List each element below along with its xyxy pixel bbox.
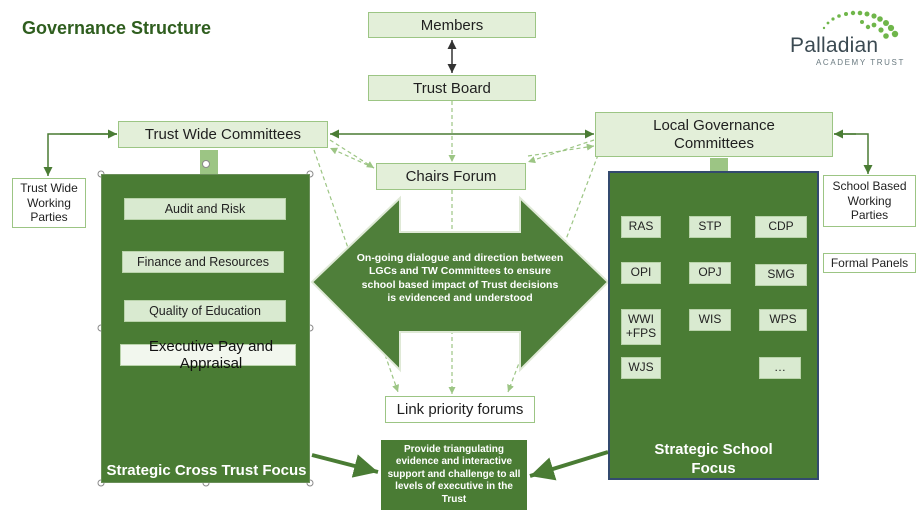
members-box: Members [368,12,536,38]
lgc-chairs-dashed [527,139,595,164]
finance-resources-box: Finance and Resources [122,251,284,273]
school-box-opj: OPJ [689,262,731,284]
school-box-wis: WIS [689,309,731,331]
school-box-ras: RAS [621,216,661,238]
link-priority-forums-box: Link priority forums [385,396,535,423]
school-box-smg: SMG [755,264,807,286]
quality-education-box: Quality of Education [124,300,286,322]
logo-dots-icon [822,10,899,39]
right-panel-label: Strategic School Focus [654,441,773,477]
left-panel-label: Strategic Cross Trust Focus [106,462,307,479]
school-based-working-parties-box: School Based Working Parties [823,175,916,227]
local-governance-committees-box: Local Governance Committees [595,112,833,157]
school-box-opi: OPI [621,262,661,284]
formal-panels-box: Formal Panels [823,253,916,273]
school-box-wps: WPS [759,309,807,331]
school-box-more: … [759,357,801,379]
palladian-logo: Palladian ACADEMY TRUST [790,8,910,68]
logo-name: Palladian [790,34,879,57]
trust-wide-committees-box: Trust Wide Committees [118,121,328,148]
left-panel-provide-arrow [311,453,379,478]
lgc-workingparties-connector [834,133,873,174]
twc-workingparties-connector [43,133,117,176]
trust-board-box: Trust Board [368,75,536,101]
right-panel-provide-arrow [529,450,609,481]
strategic-cross-trust-panel: Audit and Risk Finance and Resources Qua… [101,174,310,483]
provide-support-box: Provide triangulating evidence and inter… [381,440,527,510]
trust-wide-working-parties-box: Trust Wide Working Parties [12,178,86,228]
page-title: Governance Structure [22,18,212,38]
twc-chairs-dashed [329,139,375,169]
school-box-wwi-fps: WWI +FPS [621,309,661,345]
school-box-wjs: WJS [621,357,661,379]
chairs-forum-box: Chairs Forum [376,163,526,190]
center-arrow-text: On-going dialogue and direction between … [356,252,564,305]
school-box-stp: STP [689,216,731,238]
executive-pay-box: Executive Pay and Appraisal [120,338,296,372]
logo-subtitle: ACADEMY TRUST [816,58,905,67]
school-box-cdp: CDP [755,216,807,238]
strategic-school-panel: RAS STP CDP OPI OPJ SMG WWI +FPS WIS WPS… [608,171,819,480]
audit-risk-box: Audit and Risk [124,198,286,220]
